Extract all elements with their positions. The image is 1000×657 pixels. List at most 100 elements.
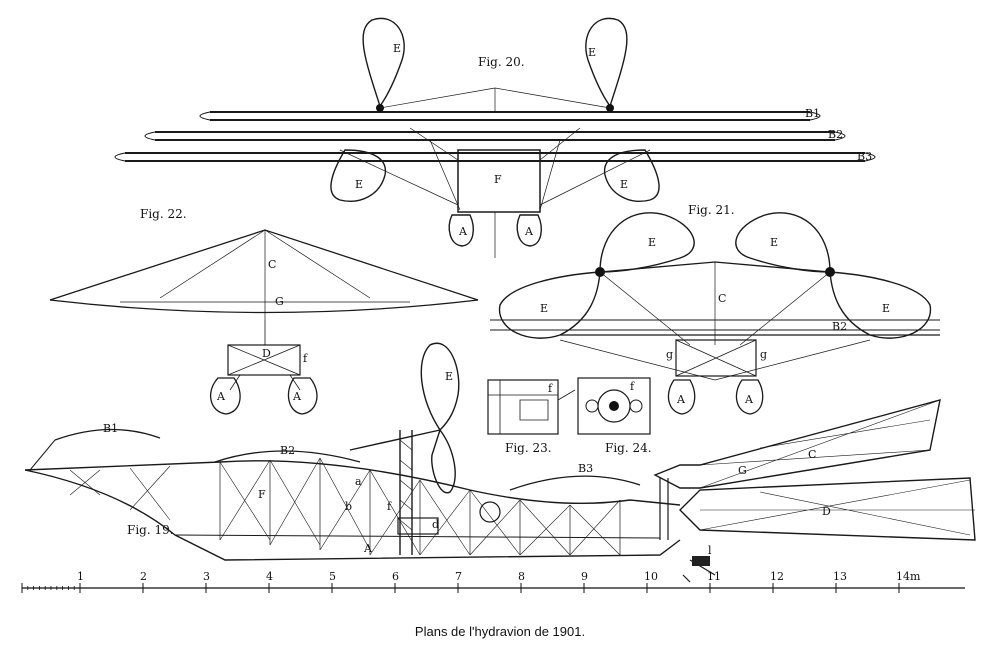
scale-tick-label: 4 bbox=[266, 570, 273, 583]
wing-beam-b1 bbox=[210, 111, 810, 121]
scale-tick-label: 13 bbox=[833, 570, 847, 583]
hull-f-top bbox=[457, 149, 541, 213]
letter-l: l bbox=[708, 544, 712, 557]
scale-tick-label: 2 bbox=[140, 570, 147, 583]
letter-e: E bbox=[445, 370, 453, 383]
propeller-upper-right bbox=[585, 17, 628, 108]
scale-tick-label: 6 bbox=[392, 570, 399, 583]
letter-e: E bbox=[882, 302, 890, 315]
fig21-label: Fig. 21. bbox=[688, 203, 735, 217]
float-a-right bbox=[287, 377, 318, 415]
propeller-side bbox=[420, 342, 460, 432]
figure-19-side-elevation: Fig. 19. B1 B2 F B3 E a b f d A bbox=[24, 342, 976, 583]
letter-g: G bbox=[738, 464, 747, 477]
letter-f: F bbox=[494, 173, 502, 186]
letter-b-small: b bbox=[345, 500, 352, 513]
engine-block bbox=[397, 517, 439, 535]
float-a-right bbox=[735, 379, 764, 415]
letter-a: A bbox=[744, 393, 754, 406]
scale-tick-label: 14m bbox=[896, 570, 921, 583]
letter-f: F bbox=[258, 488, 266, 501]
letter-d: D bbox=[262, 347, 271, 360]
tail-lower-d bbox=[679, 477, 976, 541]
float-a-left bbox=[448, 214, 474, 247]
fig24-label: Fig. 24. bbox=[605, 441, 652, 455]
letter-b3: B3 bbox=[578, 462, 593, 475]
letter-a: A bbox=[292, 390, 302, 403]
letter-e: E bbox=[393, 42, 401, 55]
letter-e: E bbox=[770, 236, 778, 249]
propeller-lower-right bbox=[603, 149, 660, 202]
propeller-lower-left bbox=[330, 149, 387, 202]
letter-a: A bbox=[524, 225, 534, 238]
figure-22-front-view: Fig. 22. C G D f A A bbox=[49, 207, 479, 415]
letter-c: C bbox=[268, 258, 276, 271]
letter-d-small: d bbox=[432, 518, 439, 531]
fuselage-bottom bbox=[24, 469, 681, 561]
letter-g-small: g bbox=[760, 348, 767, 361]
figure-23-detail: Fig. 23. f bbox=[487, 379, 576, 455]
hull-frame bbox=[675, 339, 757, 377]
figure-20-plan-view: Fig. 20. B1 B2 B3 E E E E F A A bbox=[114, 17, 876, 258]
letter-g-small: g bbox=[666, 348, 673, 361]
letter-e: E bbox=[620, 178, 628, 191]
letter-a: A bbox=[458, 225, 468, 238]
float-a-left bbox=[667, 379, 696, 415]
letter-f-small: f bbox=[548, 382, 553, 395]
scale-tick-label: 9 bbox=[581, 570, 588, 583]
letter-g: G bbox=[275, 295, 284, 308]
letter-c: C bbox=[808, 448, 816, 461]
tail-upper-c bbox=[653, 399, 941, 489]
letter-f-small: f bbox=[630, 380, 635, 393]
letter-b2: B2 bbox=[832, 320, 847, 333]
letter-b1: B1 bbox=[103, 422, 118, 435]
letter-a: A bbox=[216, 390, 226, 403]
float-a-right bbox=[516, 214, 542, 247]
scale-tick-label: 11 bbox=[707, 570, 721, 583]
letter-e: E bbox=[588, 46, 596, 59]
letter-a: A bbox=[363, 542, 373, 555]
frame-d bbox=[227, 344, 301, 376]
propeller-side-left bbox=[498, 271, 601, 339]
letter-f-small: f bbox=[387, 500, 392, 513]
propeller-upper-right bbox=[735, 212, 831, 273]
letter-b2: B2 bbox=[828, 128, 843, 141]
scale-tick-label: 7 bbox=[455, 570, 462, 583]
letter-b2: B2 bbox=[280, 444, 295, 457]
wing-ridge bbox=[49, 229, 479, 301]
fig20-label: Fig. 20. bbox=[478, 55, 525, 69]
fig23-label: Fig. 23. bbox=[505, 441, 552, 455]
wing-beam-b2 bbox=[155, 131, 835, 141]
letter-f-small: f bbox=[303, 352, 308, 365]
scale-tick-label: 8 bbox=[518, 570, 525, 583]
propeller-side-right bbox=[829, 271, 932, 339]
letter-c: C bbox=[718, 292, 726, 305]
figure-21-front-view: Fig. 21. E E E E B2 C g g A A bbox=[490, 203, 940, 415]
letter-a-small: a bbox=[355, 475, 362, 488]
letter-a: A bbox=[676, 393, 686, 406]
wing-b3 bbox=[509, 475, 641, 491]
scale-tick-label: 5 bbox=[329, 570, 336, 583]
wing-b2 bbox=[214, 450, 361, 463]
fig19-label: Fig. 19. bbox=[127, 523, 174, 537]
letter-d: D bbox=[822, 505, 831, 518]
scale-tick-label: 1 bbox=[77, 570, 84, 583]
scale-tick-label: 12 bbox=[770, 570, 784, 583]
letter-b3: B3 bbox=[857, 150, 872, 163]
letter-e: E bbox=[648, 236, 656, 249]
fig22-label: Fig. 22. bbox=[140, 207, 187, 221]
figure-caption: Plans de l'hydravion de 1901. bbox=[414, 624, 586, 639]
figure-24-detail: Fig. 24. f bbox=[577, 377, 652, 455]
wing-beam-b3 bbox=[125, 152, 865, 162]
propeller-upper-left bbox=[362, 17, 405, 108]
letter-e: E bbox=[355, 178, 363, 191]
letter-b1: B1 bbox=[805, 107, 820, 120]
scale-tick-label: 3 bbox=[203, 570, 210, 583]
wing-b1 bbox=[54, 428, 161, 441]
fuselage-top bbox=[24, 460, 681, 506]
float-a-left bbox=[209, 377, 241, 415]
letter-e: E bbox=[540, 302, 548, 315]
scale-tick-label: 10 bbox=[644, 570, 658, 583]
